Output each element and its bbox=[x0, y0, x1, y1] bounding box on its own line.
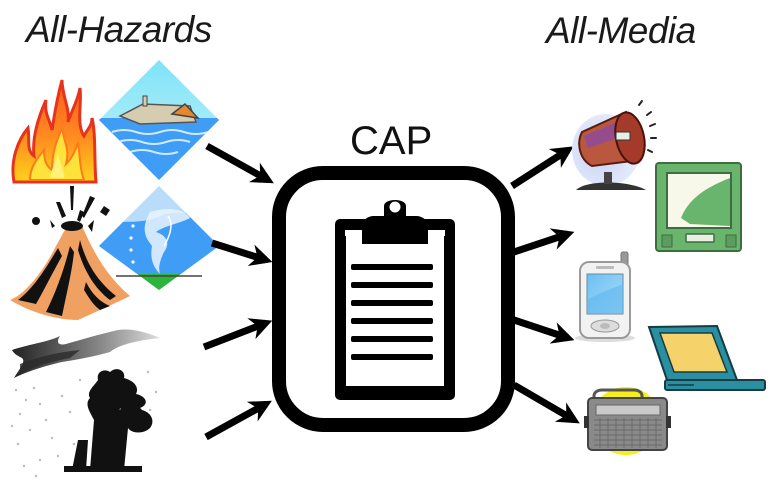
arrow-out-2 bbox=[512, 228, 575, 256]
arrow-out-3 bbox=[512, 316, 575, 344]
arrow-in-1 bbox=[205, 142, 274, 184]
cap-label: CAP bbox=[350, 119, 433, 163]
clipboard-icon bbox=[335, 200, 455, 400]
arrow-in-2 bbox=[210, 239, 273, 266]
fire-icon bbox=[11, 79, 98, 184]
output-arrows bbox=[510, 146, 580, 424]
arrow-out-1 bbox=[510, 146, 574, 189]
megaphone-icon bbox=[572, 100, 657, 190]
flood-house-icon bbox=[99, 60, 219, 180]
arrow-in-4 bbox=[204, 400, 272, 441]
radio-icon bbox=[584, 387, 671, 455]
all-hazards-heading: All-Hazards bbox=[26, 9, 212, 50]
tv-icon bbox=[655, 162, 742, 252]
all-media-heading: All-Media bbox=[546, 10, 696, 51]
arrow-out-4 bbox=[512, 381, 580, 424]
pda-phone-icon bbox=[575, 251, 635, 342]
arrow-in-3 bbox=[202, 318, 273, 351]
input-arrows bbox=[202, 142, 274, 441]
storm-icon bbox=[10, 329, 160, 478]
laptop-icon bbox=[647, 324, 766, 391]
volcano-icon bbox=[10, 186, 130, 320]
tornado-icon bbox=[99, 186, 219, 290]
